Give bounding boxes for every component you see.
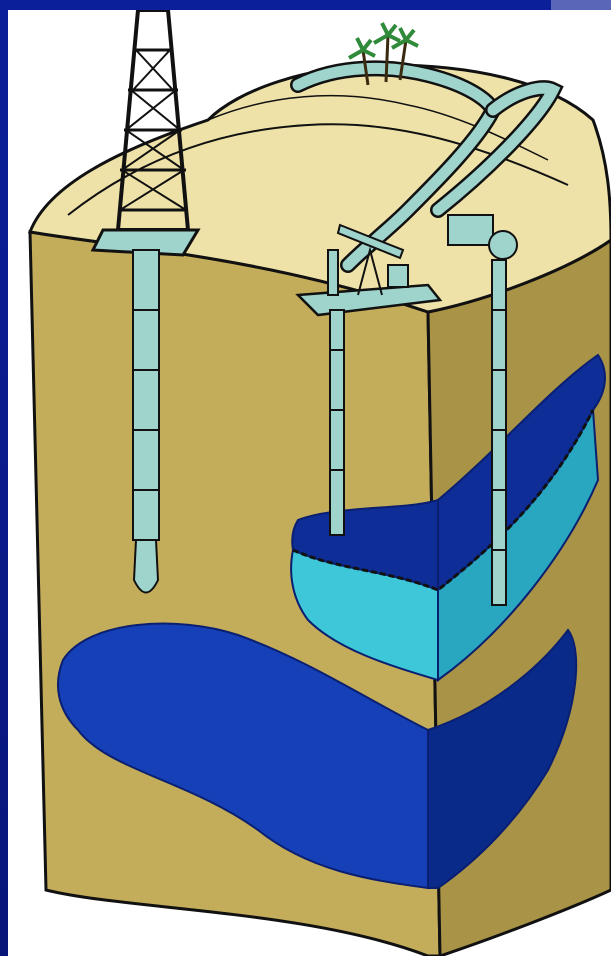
producing-well-casing <box>330 310 344 535</box>
oil-well-cross-section-illustration <box>8 10 611 956</box>
injection-well-casing <box>492 260 506 605</box>
illustration-panel <box>8 10 611 956</box>
drill-string <box>133 250 159 593</box>
